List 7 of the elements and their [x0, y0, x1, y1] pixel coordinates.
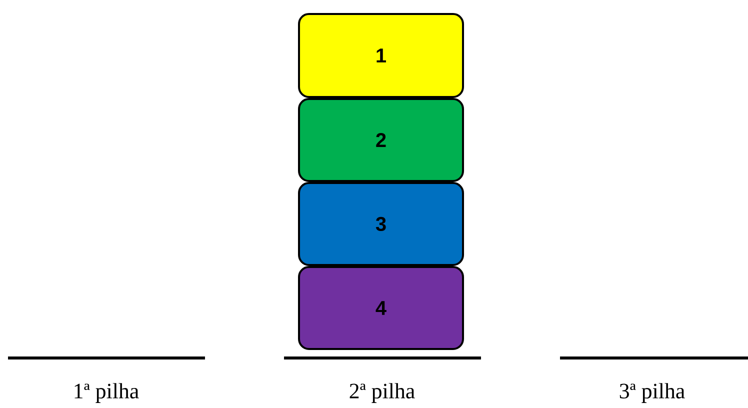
numbered-block: 3 — [298, 182, 464, 266]
stack-label: 2ª pilha — [350, 383, 415, 403]
stack-label: 3ª pilha — [620, 383, 685, 403]
numbered-block: 1 — [298, 13, 464, 98]
numbered-block: 4 — [298, 266, 464, 350]
numbered-block: 2 — [298, 98, 464, 182]
stack-label: 1ª pilha — [74, 383, 139, 403]
